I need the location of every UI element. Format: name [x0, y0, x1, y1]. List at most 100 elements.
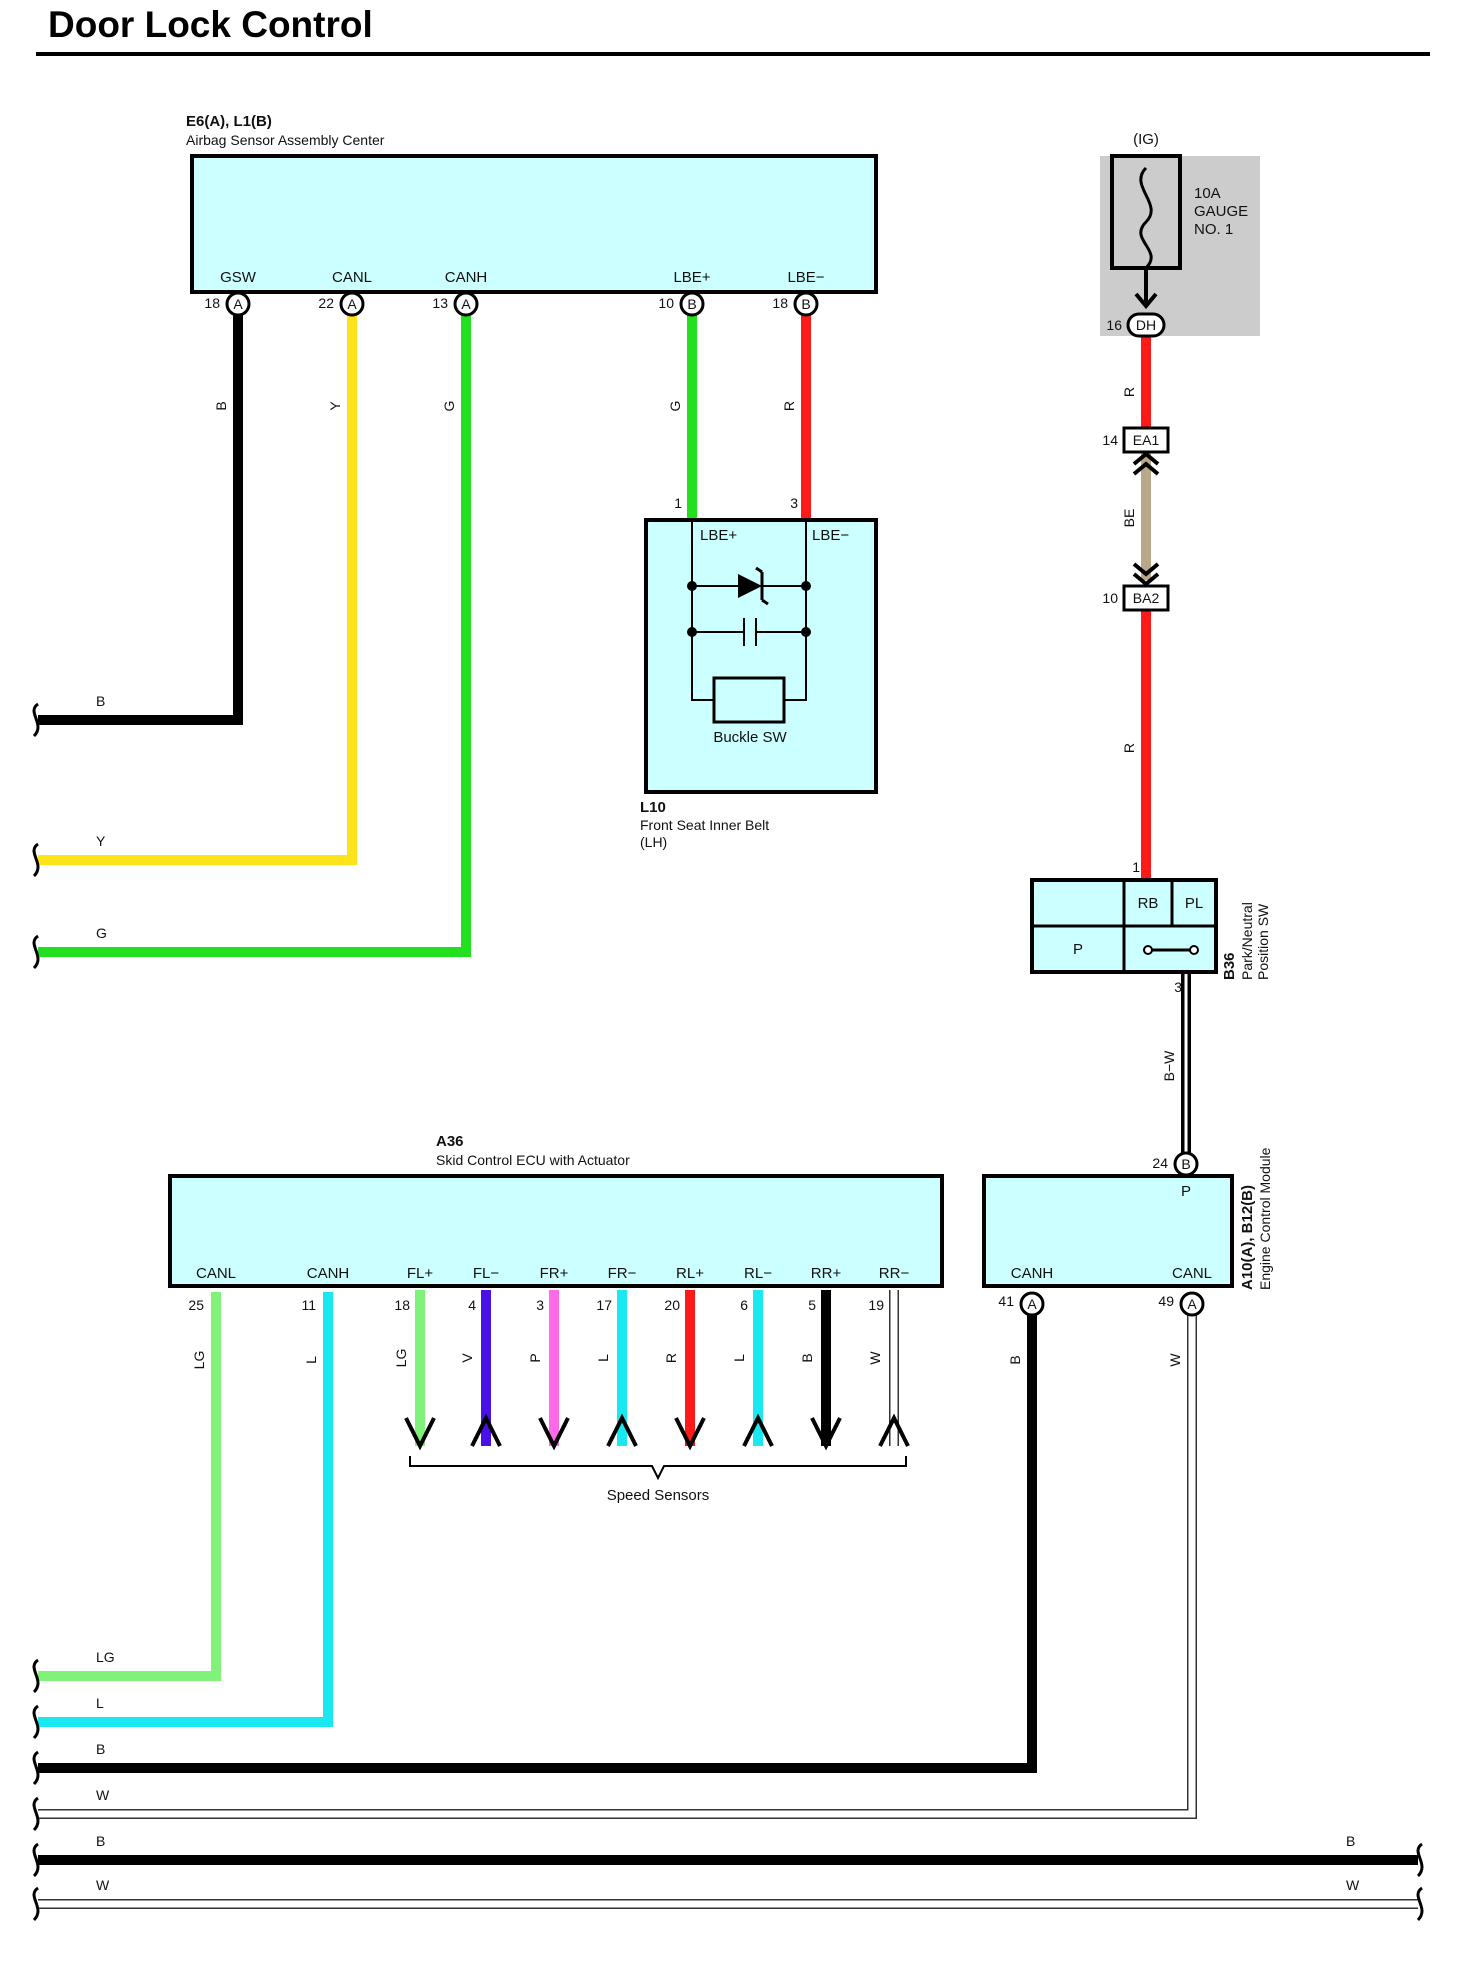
- wire-gsw-b: [38, 304, 243, 725]
- belt-capacitor: [692, 618, 806, 646]
- fuse-element: [1139, 166, 1153, 270]
- belt-node-2: [687, 627, 697, 637]
- pnp-pin-in: 1: [1132, 859, 1140, 875]
- bus-left-break-3: [32, 1658, 40, 1694]
- airbag-pin-conn-2-letter: A: [461, 296, 471, 312]
- speed-sensor-pin-3: 17: [596, 1297, 612, 1313]
- belt-node-0: [687, 581, 697, 591]
- airbag-box: [190, 154, 878, 294]
- bus-left-break-8: [32, 1886, 40, 1922]
- skid-can-pin-0: 25: [188, 1297, 204, 1313]
- wire-label-ecm-canh: B: [1007, 1355, 1023, 1364]
- speed-sensor-arrow-4: [674, 1417, 706, 1451]
- bus-left-label-8: W: [96, 1877, 110, 1893]
- fuse-dh-pin: 16: [1106, 317, 1122, 333]
- speed-sensor-pin-5: 6: [740, 1297, 748, 1313]
- wire-ecm-canl-w: [38, 1304, 1196, 1818]
- bus-left-break-5: [32, 1750, 40, 1786]
- speed-sensor-term-7: RR−: [879, 1265, 910, 1282]
- bus-left-label-3: LG: [96, 1649, 115, 1665]
- speed-sensor-term-2: FR+: [540, 1265, 569, 1282]
- fuse-dh-label: DH: [1136, 317, 1156, 333]
- fuse-body: [1110, 154, 1182, 270]
- bus-left-break-0: [32, 702, 40, 738]
- belt-pin-plus: 1: [674, 495, 682, 511]
- speed-sensor-wire-label-2: P: [527, 1353, 543, 1362]
- bus-left-label-2: G: [96, 925, 107, 941]
- wire-canl-y: [38, 304, 357, 865]
- bus-left-label-6: W: [96, 1787, 110, 1803]
- speed-sensor-pin-6: 5: [808, 1297, 816, 1313]
- speed-sensor-wire-label-0: LG: [393, 1349, 409, 1368]
- connector-ba2-pin: 10: [1102, 590, 1118, 606]
- connector-ea1-name: EA1: [1133, 432, 1160, 448]
- fuse-supply: (IG): [1133, 131, 1159, 148]
- airbag-terminal-1: CANL: [332, 269, 372, 286]
- pnp-name2: Position SW: [1255, 903, 1271, 980]
- wire-label-be: BE: [1121, 509, 1137, 528]
- pnp-rb: RB: [1138, 895, 1159, 912]
- wire-label-ecm-canl: W: [1167, 1353, 1183, 1367]
- skid-can-pin-1: 11: [301, 1297, 316, 1313]
- skid-name: Skid Control ECU with Actuator: [436, 1152, 630, 1168]
- airbag-pin-conn-0-circle: [225, 291, 251, 317]
- pnp-grid: [1032, 880, 1216, 972]
- connector-ba2-name: BA2: [1133, 590, 1160, 606]
- wire-label-r2: R: [1121, 743, 1137, 753]
- connector-ea1-pin: 14: [1102, 432, 1118, 448]
- ecm-canl-conn-letter: A: [1187, 1296, 1197, 1312]
- airbag-pin-conn-3-circle: [679, 291, 705, 317]
- skid-can-0: CANL: [196, 1265, 236, 1282]
- belt-buckle-switch: [712, 676, 786, 724]
- pnp-pin-out: 3: [1174, 979, 1182, 995]
- pnp-pl: PL: [1185, 895, 1203, 912]
- speed-sensor-arrow-0: [404, 1417, 436, 1451]
- fuse-line2: GAUGE: [1194, 203, 1248, 220]
- belt-zener-diode: [738, 574, 762, 598]
- ecm-name: Engine Control Module: [1257, 1147, 1273, 1290]
- connector-ba2-chevron: [1132, 562, 1160, 587]
- speed-sensor-wire-label-3: L: [595, 1354, 611, 1362]
- airbag-pin-conn-2-circle: [453, 291, 479, 317]
- airbag-ref: E6(A), L1(B): [186, 113, 272, 130]
- speed-sensor-arrow-6: [810, 1417, 842, 1451]
- wire-label-r1: R: [1121, 387, 1137, 397]
- bus-left-break-7: [32, 1842, 40, 1878]
- belt-zener-bar: [755, 566, 769, 606]
- ecm-box: [982, 1174, 1234, 1288]
- speed-sensors-brace: [409, 1456, 907, 1481]
- speed-sensor-arrow-2: [538, 1417, 570, 1451]
- connector-ba2-box: [1122, 584, 1170, 612]
- bus-left-break-6: [32, 1796, 40, 1832]
- belt-ref: L10: [640, 799, 666, 816]
- skid-box: [168, 1174, 944, 1288]
- wire-label-lbe-minus: R: [781, 401, 797, 411]
- ecm-canh-conn-circle: [1019, 1291, 1045, 1317]
- airbag-pin-conn-3-letter: B: [687, 296, 696, 312]
- speed-sensor-arrow-3: [606, 1413, 638, 1447]
- bus-left-break-2: [32, 934, 40, 970]
- skid-can-wire-label-1: L: [303, 1356, 319, 1364]
- pnp-contact-b: [1189, 945, 1199, 955]
- ecm-canh-conn-letter: A: [1027, 1296, 1037, 1312]
- speed-sensor-wire-label-5: L: [731, 1354, 747, 1362]
- speed-sensor-pin-0: 18: [394, 1297, 410, 1313]
- belt-switch-label: Buckle SW: [713, 729, 787, 746]
- skid-ref: A36: [436, 1133, 464, 1150]
- speed-sensor-term-1: FL−: [473, 1265, 500, 1282]
- speed-sensor-pin-2: 3: [536, 1297, 544, 1313]
- fuse-dh-conn: [1126, 312, 1166, 338]
- connector-ea1-chevron: [1132, 451, 1160, 476]
- wire-label-bw: B−W: [1161, 1050, 1177, 1082]
- speed-sensor-term-5: RL−: [744, 1265, 772, 1282]
- airbag-pin-conn-4-circle: [793, 291, 819, 317]
- airbag-name: Airbag Sensor Assembly Center: [186, 132, 385, 148]
- speed-sensor-wire-label-7: W: [867, 1351, 883, 1365]
- ecm-p-pin: 24: [1152, 1155, 1168, 1171]
- speed-sensor-arrow-5: [742, 1413, 774, 1447]
- speed-sensor-term-3: FR−: [608, 1265, 637, 1282]
- fuse-line3: NO. 1: [1194, 221, 1233, 238]
- belt-term-plus: LBE+: [700, 527, 737, 544]
- wire-ecm-canh-b: [38, 1304, 1037, 1773]
